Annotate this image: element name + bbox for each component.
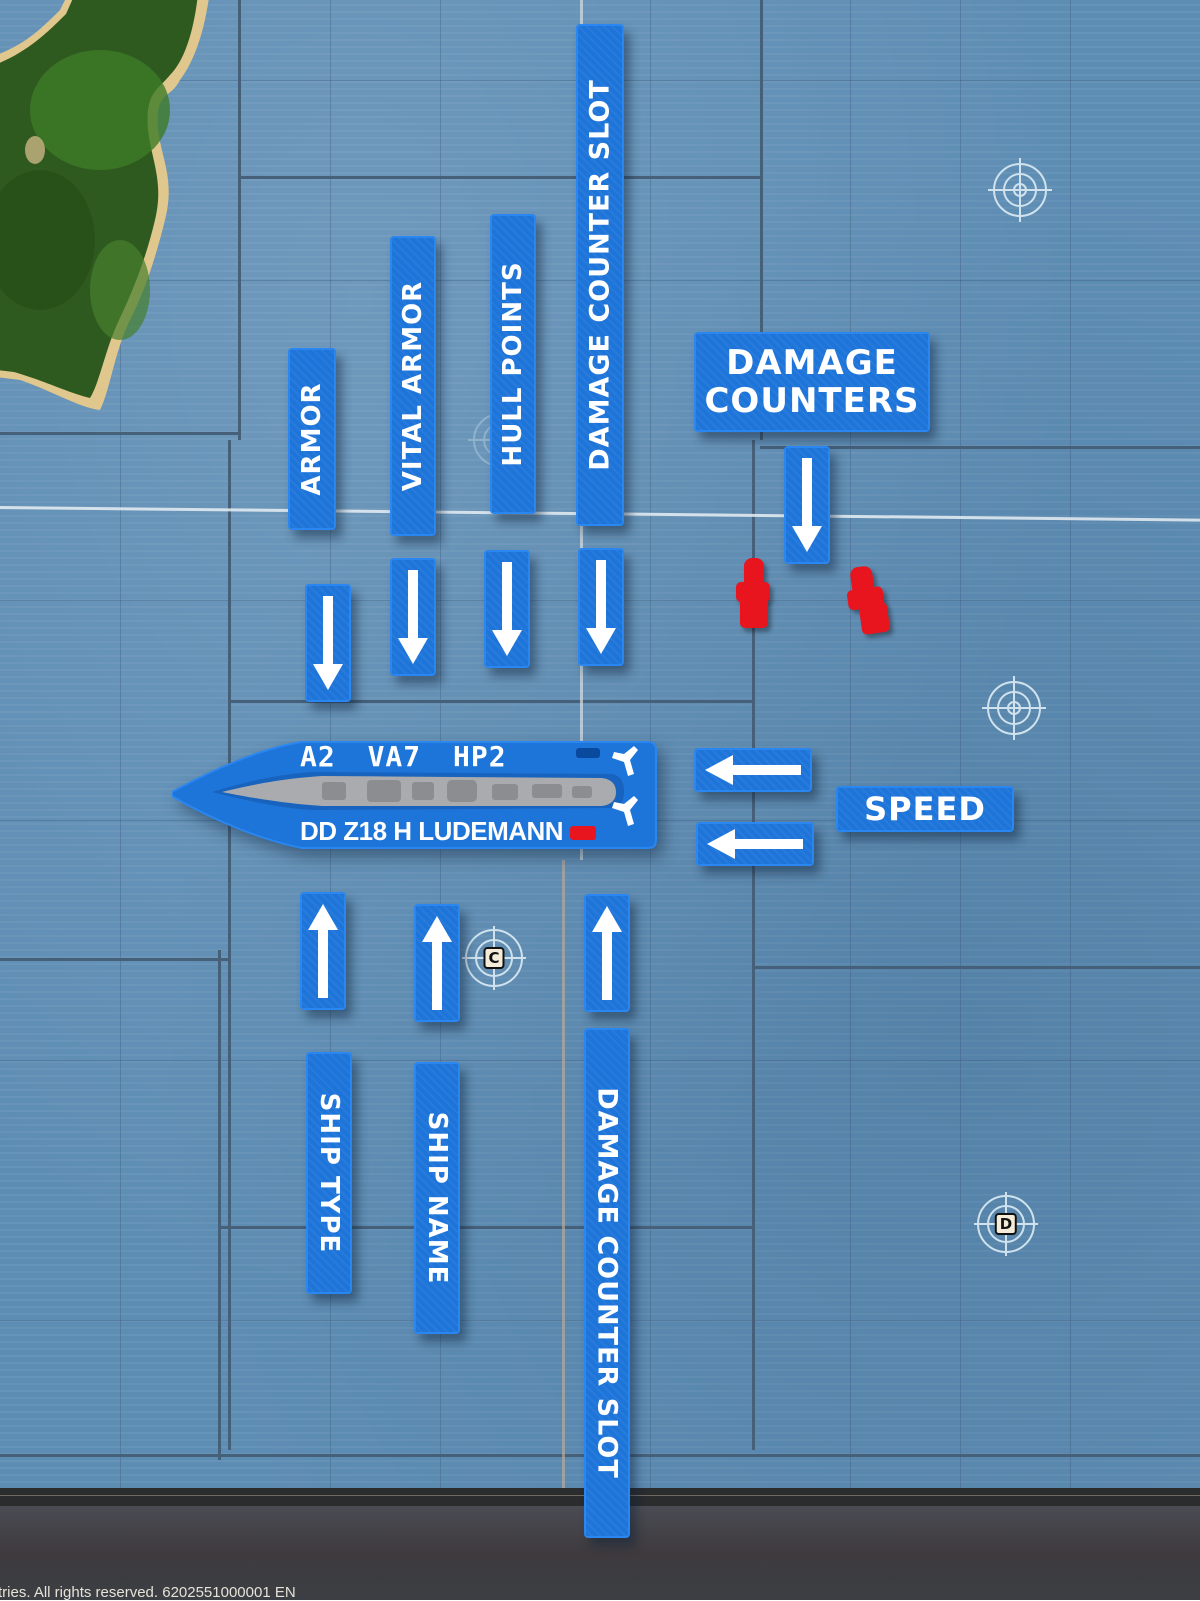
crosshair-icon bbox=[982, 676, 1046, 740]
zone-border bbox=[238, 0, 241, 440]
ship-name-label: SHIP NAME bbox=[422, 1111, 452, 1285]
zone-border bbox=[218, 1226, 752, 1229]
down-arrow-icon bbox=[313, 596, 343, 690]
damage-counter-slot-bottom-label: DAMAGE COUNTER SLOT bbox=[591, 1087, 623, 1479]
ship-card-base bbox=[172, 741, 657, 849]
left-arrow-icon bbox=[705, 755, 801, 785]
speed-label: SPEED bbox=[864, 790, 986, 828]
damage-counter-token[interactable] bbox=[736, 558, 772, 630]
map-target-c: C bbox=[462, 926, 526, 990]
down-arrow-icon bbox=[792, 458, 822, 552]
down-arrow-icon bbox=[398, 570, 428, 664]
zone-border bbox=[0, 432, 238, 435]
zone-border bbox=[228, 440, 231, 1450]
armor-label-piece[interactable]: ARMOR bbox=[288, 348, 336, 530]
up-arrow-icon bbox=[422, 916, 452, 1010]
copyright-text: tries. All rights reserved. 620255100000… bbox=[0, 1584, 296, 1601]
map-target-marker bbox=[982, 676, 1046, 740]
down-arrow-tile-damage-counters[interactable] bbox=[784, 446, 830, 564]
left-arrow-icon bbox=[707, 829, 803, 859]
zone-border bbox=[0, 958, 228, 961]
zone-border bbox=[218, 950, 221, 1460]
up-arrow-icon bbox=[308, 904, 338, 998]
zone-border bbox=[752, 966, 1200, 969]
armor-label: ARMOR bbox=[297, 382, 327, 496]
left-arrow-tile-speed-1[interactable] bbox=[694, 748, 812, 792]
grid-line bbox=[960, 0, 961, 1490]
target-letter-d: D bbox=[994, 1213, 1018, 1235]
crosshair-icon bbox=[988, 158, 1052, 222]
ship-stats-line: A2 VA7 HP2 bbox=[300, 740, 507, 773]
down-arrow-icon bbox=[492, 562, 522, 656]
down-arrow-tile-damage-slot[interactable] bbox=[578, 548, 624, 666]
ship-name-label-piece[interactable]: SHIP NAME bbox=[414, 1062, 460, 1334]
hull-points-label: HULL POINTS bbox=[498, 261, 528, 467]
damage-counter-slot-top-label: DAMAGE COUNTER SLOT bbox=[584, 79, 616, 471]
zone-border bbox=[238, 176, 760, 179]
up-arrow-tile-ship-name[interactable] bbox=[414, 904, 460, 1022]
map-target-d: D bbox=[974, 1192, 1038, 1256]
vital-armor-label: VITAL ARMOR bbox=[398, 280, 428, 492]
hull-points-label-piece[interactable]: HULL POINTS bbox=[490, 214, 536, 514]
up-arrow-tile-damage-slot[interactable] bbox=[584, 894, 630, 1012]
zone-border bbox=[760, 0, 763, 440]
up-arrow-tile-ship-type[interactable] bbox=[300, 892, 346, 1010]
up-arrow-icon bbox=[592, 906, 622, 1000]
grid-line bbox=[1070, 0, 1071, 1490]
vital-armor-label-piece[interactable]: VITAL ARMOR bbox=[390, 236, 436, 536]
speed-label-piece[interactable]: SPEED bbox=[836, 786, 1014, 832]
down-arrow-tile-vital-armor[interactable] bbox=[390, 558, 436, 676]
island-terrain bbox=[0, 0, 209, 410]
zone-border bbox=[752, 440, 755, 1450]
damage-counter-slot-top-piece[interactable]: DAMAGE COUNTER SLOT bbox=[576, 24, 624, 526]
damage-counters-label-piece[interactable]: DAMAGE COUNTERS bbox=[694, 332, 930, 432]
zone-border bbox=[760, 446, 1200, 449]
damage-counters-line2: COUNTERS bbox=[704, 381, 920, 421]
map-target-marker bbox=[988, 158, 1052, 222]
down-arrow-tile-hull-points[interactable] bbox=[484, 550, 530, 668]
grid-line bbox=[120, 0, 121, 1490]
board-fold-crease bbox=[562, 860, 565, 1600]
damage-counter-slot-bottom-piece[interactable]: DAMAGE COUNTER SLOT bbox=[584, 1028, 630, 1538]
down-arrow-tile-armor[interactable] bbox=[305, 584, 351, 702]
damage-counters-label: DAMAGE COUNTERS bbox=[694, 344, 930, 420]
damage-counters-line1: DAMAGE bbox=[726, 343, 898, 383]
ship-type-label-piece[interactable]: SHIP TYPE bbox=[306, 1052, 352, 1294]
target-letter-c: C bbox=[483, 947, 505, 969]
left-arrow-tile-speed-2[interactable] bbox=[696, 822, 814, 866]
down-arrow-icon bbox=[586, 560, 616, 654]
ship-card-destroyer[interactable]: A2 VA7 HP2 DD Z18 H LUDEMANN bbox=[172, 740, 658, 850]
ship-type-and-name: DD Z18 H LUDEMANN bbox=[300, 816, 564, 846]
zone-border bbox=[230, 700, 752, 703]
ship-type-label: SHIP TYPE bbox=[314, 1092, 344, 1254]
grid-line bbox=[850, 0, 851, 1490]
